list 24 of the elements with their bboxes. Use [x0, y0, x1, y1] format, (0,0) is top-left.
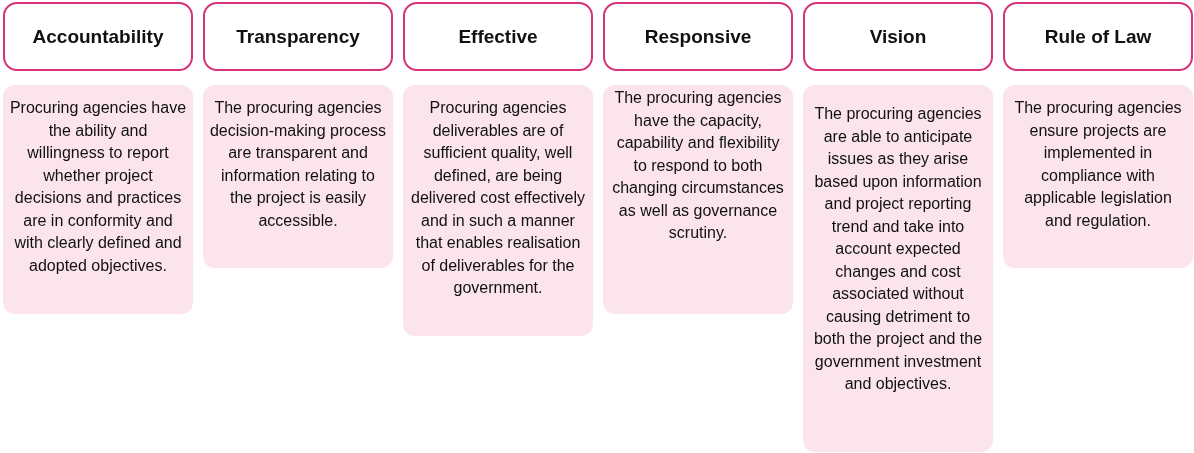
heading-box [203, 2, 393, 71]
description-card [3, 85, 193, 314]
description-card [1003, 85, 1193, 268]
description-card [403, 85, 593, 336]
description-card [803, 85, 993, 452]
heading-box [1003, 2, 1193, 71]
heading-box [3, 2, 193, 71]
description-text: The procuring agencies ensure projects are implemented in compliance with applicable legislation and regulation. [1014, 99, 1182, 229]
heading-text: Responsive [644, 25, 752, 48]
heading-text: Vision [869, 25, 927, 48]
heading-box [403, 2, 593, 71]
description-text: Procuring agencies deliverables are of sufficient quality, well defined, are being delivered cost effectively and in such a manner that enables realisation of deliverables for the government. [411, 99, 585, 296]
description-card [203, 85, 393, 268]
description-card [603, 85, 793, 314]
heading-text: Transparency [236, 25, 360, 48]
heading-box [803, 2, 993, 71]
description-text: The procuring agencies are able to anticipate issues as they arise based upon information and project reporting trend and take into account expected changes and cost associated without causing detriment to both the project and the government investment and objectives. [813, 105, 983, 392]
description-text: The procuring agencies have the capacity, capability and flexibility to respond to both changing circumstances as well as governance scrutiny. [612, 89, 784, 241]
description-text: The procuring agencies decision-making process are transparent and information relating to the project is easily accessible. [209, 99, 387, 229]
heading-text: Accountability [32, 25, 164, 48]
heading-box [603, 2, 793, 71]
description-text: Procuring agencies have the ability and willingness to report whether project decisions and practices are in conformity and with clearly defined and adopted objectives. [9, 99, 187, 274]
heading-text: Effective [458, 25, 538, 48]
heading-text: Rule of Law [1044, 25, 1152, 48]
